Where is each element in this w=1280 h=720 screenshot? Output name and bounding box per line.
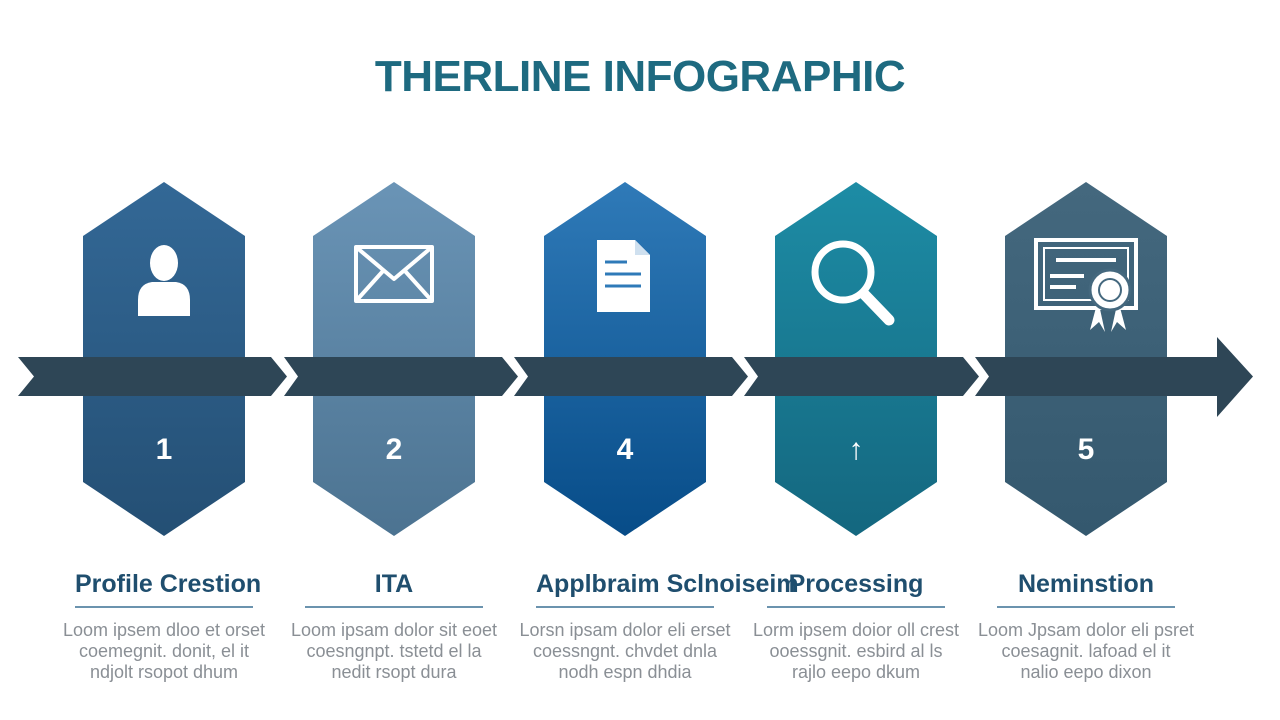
certificate-icon xyxy=(1034,238,1138,332)
magnifier-icon xyxy=(811,240,895,326)
step-description-line: Loom ipsem dloo et orset xyxy=(62,620,266,640)
step-number: 4 xyxy=(617,433,634,466)
step-label: Profile Crestion xyxy=(75,570,261,608)
timeline-arrow-segment xyxy=(514,357,748,396)
person-icon xyxy=(138,245,190,316)
step-description-line: rajlo eepo dkum xyxy=(791,662,921,682)
step-description-line: coesngnpt. tstetd el la xyxy=(306,641,482,661)
step-description-line: ooessgnit. esbird al ls xyxy=(769,641,943,661)
timeline-arrow-segment xyxy=(744,357,979,396)
step-number: 5 xyxy=(1078,433,1095,466)
step-label: Applbraim Sclnoiseim xyxy=(536,570,799,608)
timeline-arrow-segment xyxy=(284,357,518,396)
infographic-title: THERLINE INFOGRAPHIC xyxy=(374,52,906,101)
step-description-line: coessngnt. chvdet dnla xyxy=(532,641,718,661)
timeline-arrow-head xyxy=(975,337,1253,417)
step-label: Processing xyxy=(767,570,945,608)
step-description-line: ndjolt rsopot dhum xyxy=(89,662,239,682)
step-description-line: Loom Jpsam dolor eli psret xyxy=(977,620,1195,640)
step-description-line: nedit rsopt dura xyxy=(331,662,457,682)
step-description-line: nalio eepo dixon xyxy=(1020,662,1152,682)
step-description-line: Lorm ipsem doior oll crest xyxy=(752,620,960,640)
step-number: 2 xyxy=(386,433,403,466)
envelope-icon xyxy=(354,245,434,303)
step-description-line: coemegnit. donit, el it xyxy=(78,641,250,661)
timeline-arrow-segment xyxy=(18,357,287,396)
step-number: ↑ xyxy=(849,433,864,466)
step-label: ITA xyxy=(305,570,483,608)
step-description-line: coesagnit. lafoad el it xyxy=(1001,641,1171,661)
step-number: 1 xyxy=(156,433,173,466)
step-description-line: Loom ipsam dolor sit eoet xyxy=(290,620,498,640)
step-description-line: nodh espn dhdia xyxy=(558,662,692,682)
document-icon xyxy=(597,240,650,312)
step-description-line: Lorsn ipsam dolor eli erset xyxy=(519,620,731,640)
step-label: Neminstion xyxy=(997,570,1175,608)
